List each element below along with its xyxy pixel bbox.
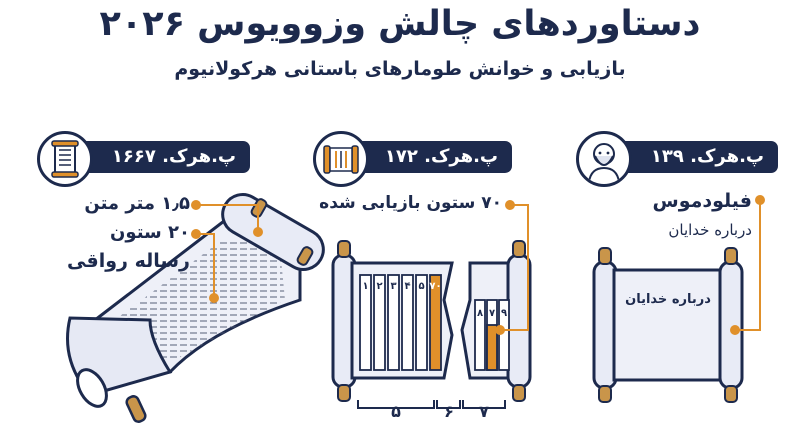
header-label: پ.هرک. ۱۳۹: [650, 146, 764, 167]
rolled-scroll-icon: [37, 131, 93, 187]
scroll-column-left-1: [373, 274, 386, 371]
leader-line-center: [495, 200, 529, 335]
bracket-label: ۵: [391, 402, 401, 421]
single-scroll: [592, 247, 744, 403]
bottom-brackets: [357, 400, 506, 409]
long-unrolled-scroll: [66, 193, 325, 423]
scroll-column-right-fill: [486, 324, 498, 371]
scroll-column-label: ۸: [477, 308, 483, 319]
bracket-label: ۷: [479, 402, 489, 421]
scroll-column-left-0: [359, 274, 372, 371]
scroll-column-label: ۲: [376, 281, 382, 292]
scroll-column-left-3: [401, 274, 414, 371]
scroll-column-label: ۱: [362, 281, 368, 292]
scroll-column-left-2: [387, 274, 400, 371]
scroll-column-label: ۷: [489, 308, 495, 319]
header-pill-phercc172: پ.هرک. ۱۷۲: [350, 141, 512, 173]
open-scroll-icon: [313, 131, 369, 187]
leader-line-right: [730, 195, 765, 335]
scroll-column-label: ۳: [390, 281, 396, 292]
page-title: دستاوردهای چالش وزوویوس ۲۰۲۶: [99, 4, 701, 44]
header-pill-phercc139: پ.هرک. ۱۳۹: [612, 141, 778, 173]
scroll-title-text: درباره خدایان: [625, 292, 711, 307]
label-treatise: رساله رواقی: [67, 250, 190, 272]
header-pill-phercc1667: پ.هرک. ۱۶۶۷: [74, 141, 250, 173]
scroll-column-left-5: [429, 274, 442, 371]
philosopher-bust-icon: [576, 131, 632, 187]
label-author: فیلودموس: [652, 190, 752, 212]
header-label: پ.هرک. ۱۷۲: [384, 146, 498, 167]
scroll-column-label: ۴: [404, 281, 410, 292]
leader-lines-left: [191, 200, 263, 303]
page-subtitle: بازیابی و خوانش طومارهای باستانی هرکولان…: [174, 58, 626, 80]
scroll-column-label: ۹: [501, 308, 507, 319]
label-text-length: ۱٫۵ متر متن: [84, 193, 190, 214]
scroll-column-label: ۵: [418, 281, 424, 292]
header-label: پ.هرک. ۱۶۶۷: [111, 146, 236, 167]
scroll-column-label: ۷۰: [429, 281, 441, 292]
scroll-column-left-4: [415, 274, 428, 371]
label-recovered-columns: ۷۰ ستون بازیابی شده: [319, 193, 502, 213]
bracket-label: ۶: [444, 402, 454, 421]
scroll-column-right-0: [474, 299, 486, 371]
scroll-column-right-2: [498, 299, 510, 371]
label-column-count: ۲۰ ستون: [110, 222, 190, 243]
label-work-title: درباره خدایان: [668, 221, 752, 239]
